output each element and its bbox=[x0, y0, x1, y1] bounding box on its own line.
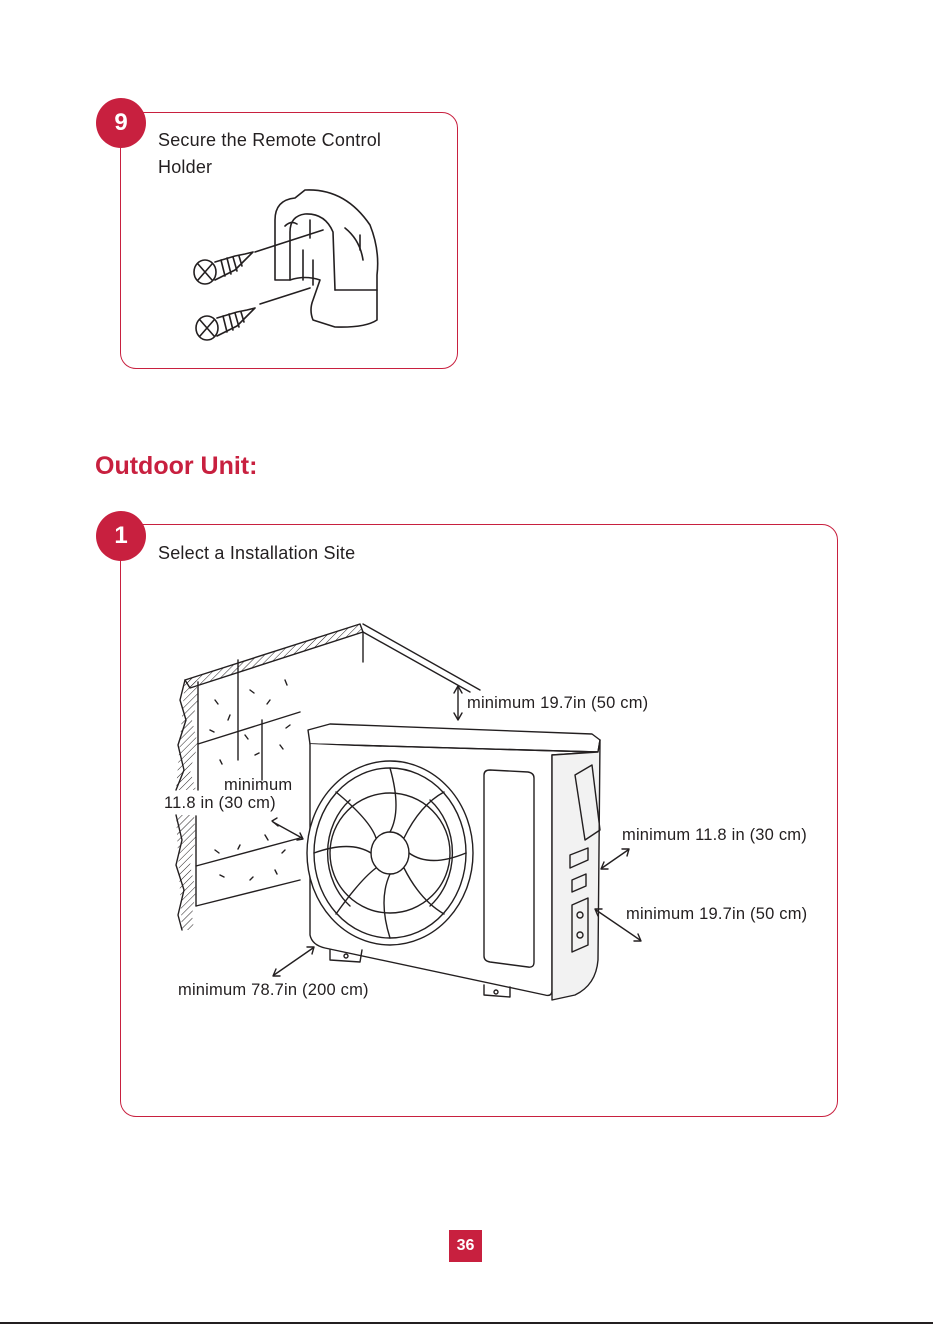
right-upper-clearance-label: minimum 11.8 in (30 cm) bbox=[622, 826, 807, 845]
front-clearance-label: minimum 78.7in (200 cm) bbox=[178, 981, 369, 1000]
right-lower-clearance-label: minimum 19.7in (50 cm) bbox=[626, 905, 807, 924]
page-number: 36 bbox=[449, 1230, 482, 1262]
left-clearance-label-line2: 11.8 in (30 cm) bbox=[164, 794, 276, 813]
left-clearance-label-line1: minimum bbox=[224, 776, 292, 795]
top-clearance-label: minimum 19.7in (50 cm) bbox=[467, 694, 648, 713]
